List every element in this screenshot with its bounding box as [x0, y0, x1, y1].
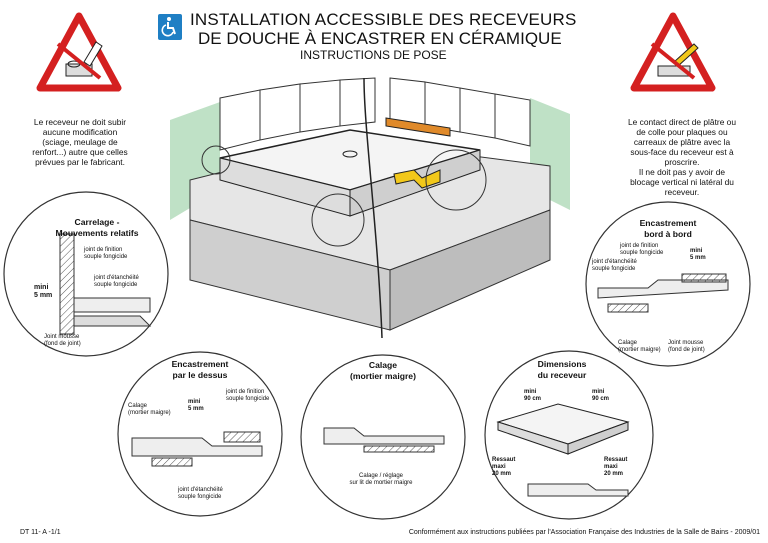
label-joint-etancheite: joint d'étanchéité souple fongicide	[94, 275, 139, 288]
label-ressaut-left: Ressaut maxi 20 mm	[492, 457, 516, 477]
document-reference: DT 11- A -1/1	[20, 529, 61, 536]
label-calage-reglage: Calage / réglage sur lit de mortier maig…	[349, 473, 413, 486]
label-mini-90-left: mini 90 cm	[524, 389, 542, 402]
label-mini-dessus: mini 5 mm	[188, 399, 204, 412]
label-mini-bord: mini 5 mm	[690, 248, 706, 261]
warning-text-left: Le receveur ne doit subir aucune modific…	[32, 117, 128, 167]
label-calage-dessus: Calage (mortier maigre)	[128, 403, 171, 416]
detail-title-bord: Encastrement bord à bord	[639, 218, 697, 239]
detail-title-dimensions: Dimensions du receveur	[537, 359, 587, 380]
label-ressaut-right: Ressaut maxi 20 mm	[604, 457, 628, 477]
page-subtitle: INSTRUCTIONS DE POSE	[300, 48, 447, 62]
label-mini-5mm: mini 5 mm	[34, 284, 53, 299]
label-joint-etancheite-dessus: joint d'étanchéité souple fongicide	[178, 487, 223, 500]
detail-title-carrelage: Carrelage - Mouvements relatifs	[55, 217, 139, 238]
warning-triangle-left	[36, 12, 122, 92]
label-joint-finition-bord: joint de finition souple fongicide	[620, 243, 664, 256]
label-joint-etancheite-bord: joint d'étanchéité souple fongicide	[592, 259, 637, 272]
warning-triangle-right	[630, 12, 716, 92]
label-joint-mousse-bord: Joint mousse (fond de joint)	[668, 340, 705, 353]
footer-credit: Conformément aux instructions publiées p…	[408, 529, 760, 536]
label-joint-finition-dessus: joint de finition souple fongicide	[226, 389, 270, 402]
detail-circle-calage	[300, 354, 466, 520]
accessibility-icon	[158, 14, 182, 40]
detail-circle-dessus	[117, 351, 283, 517]
detail-title-calage: Calage (mortier maigre)	[350, 360, 416, 381]
shower-tray-illustration	[170, 77, 570, 339]
label-joint-finition: joint de finition souple fongicide	[84, 247, 128, 260]
detail-circle-dimensions	[484, 350, 654, 520]
label-joint-mousse: Joint mousse (fond de joint)	[44, 334, 81, 347]
label-calage-bord: Calage (mortier maigre)	[618, 340, 661, 353]
page-title-line1: INSTALLATION ACCESSIBLE DES RECEVEURS	[190, 10, 577, 29]
detail-title-dessus: Encastrement par le dessus	[171, 359, 229, 380]
detail-circle-carrelage	[3, 191, 169, 357]
label-mini-90-right: mini 90 cm	[592, 389, 610, 402]
page-title-line2: DE DOUCHE À ENCASTRER EN CÉRAMIQUE	[198, 29, 562, 48]
warning-text-right: Le contact direct de plâtre ou de colle …	[627, 117, 736, 197]
detail-circle-bord	[585, 201, 751, 367]
